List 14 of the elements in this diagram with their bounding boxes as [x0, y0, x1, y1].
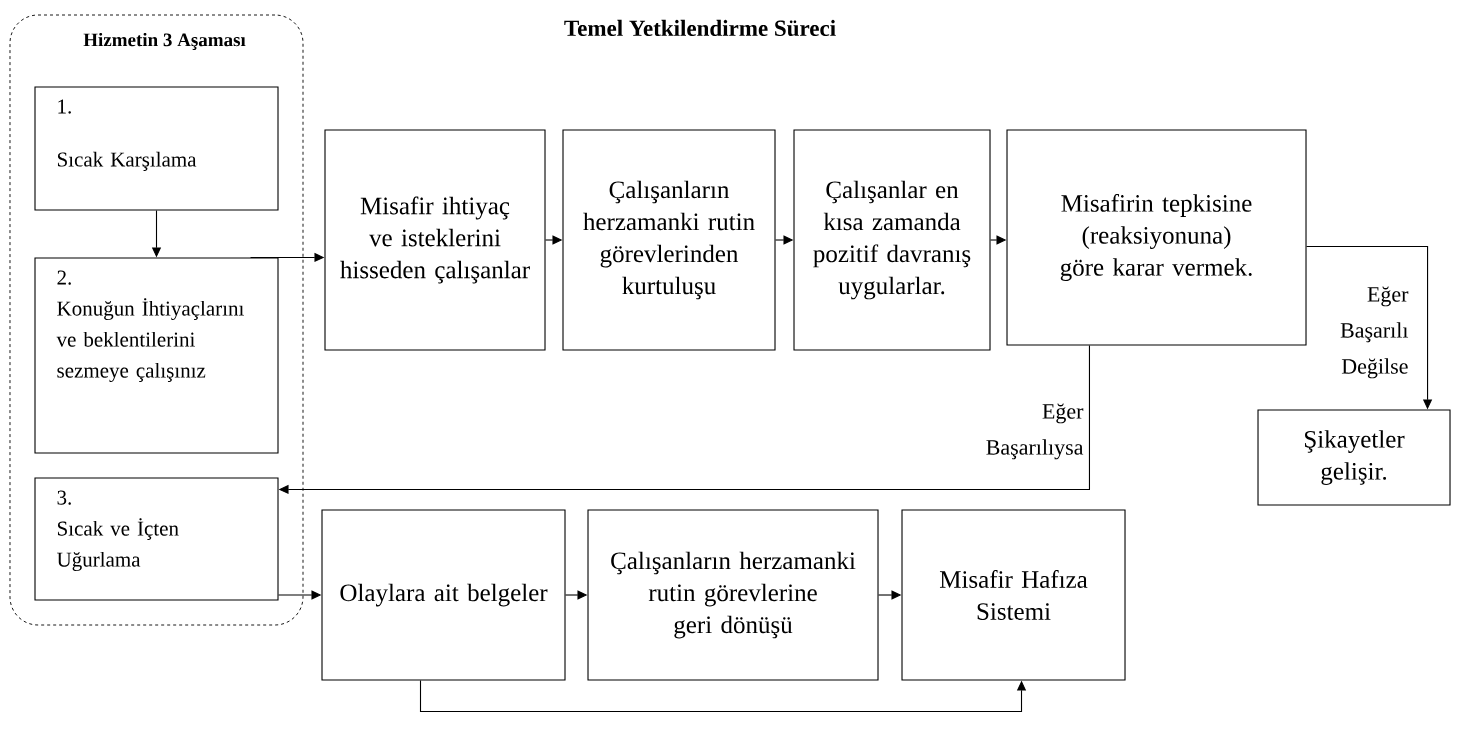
- step-box: 2. Konuğun İhtiyaçlarını ve beklentilerini sezmeye çalışınız: [34, 257, 279, 454]
- step-box: 1. Sıcak Karşılama: [34, 86, 279, 211]
- process-box: Misafir Hafıza Sistemi: [901, 509, 1126, 681]
- edge-label: Eğer Başarılı Değilse: [1340, 286, 1409, 379]
- process-box: Misafir ihtiyaç ve isteklerini hisseden çalışanlar: [324, 129, 546, 351]
- edge-label: Eğer Başarılıysa: [986, 403, 1084, 460]
- process-box: Olaylara ait belgeler: [321, 509, 566, 681]
- process-box: Çalışanlar en kısa zamanda pozitif davranış uygularlar.: [793, 129, 991, 351]
- step-box: 3. Sıcak ve İçten Uğurlama: [34, 477, 279, 601]
- process-box: Çalışanların herzamanki rutin görevlerinden kurtuluşu: [562, 129, 776, 351]
- process-box: Şikayetler gelişir.: [1257, 409, 1451, 506]
- process-box: Misafirin tepkisine (reaksiyonuna) göre karar vermek.: [1006, 129, 1307, 346]
- title: Temel Yetkilendirme Süreci: [564, 19, 836, 37]
- process-box: Çalışanların herzamanki rutin görevlerine geri dönüşü: [587, 509, 879, 681]
